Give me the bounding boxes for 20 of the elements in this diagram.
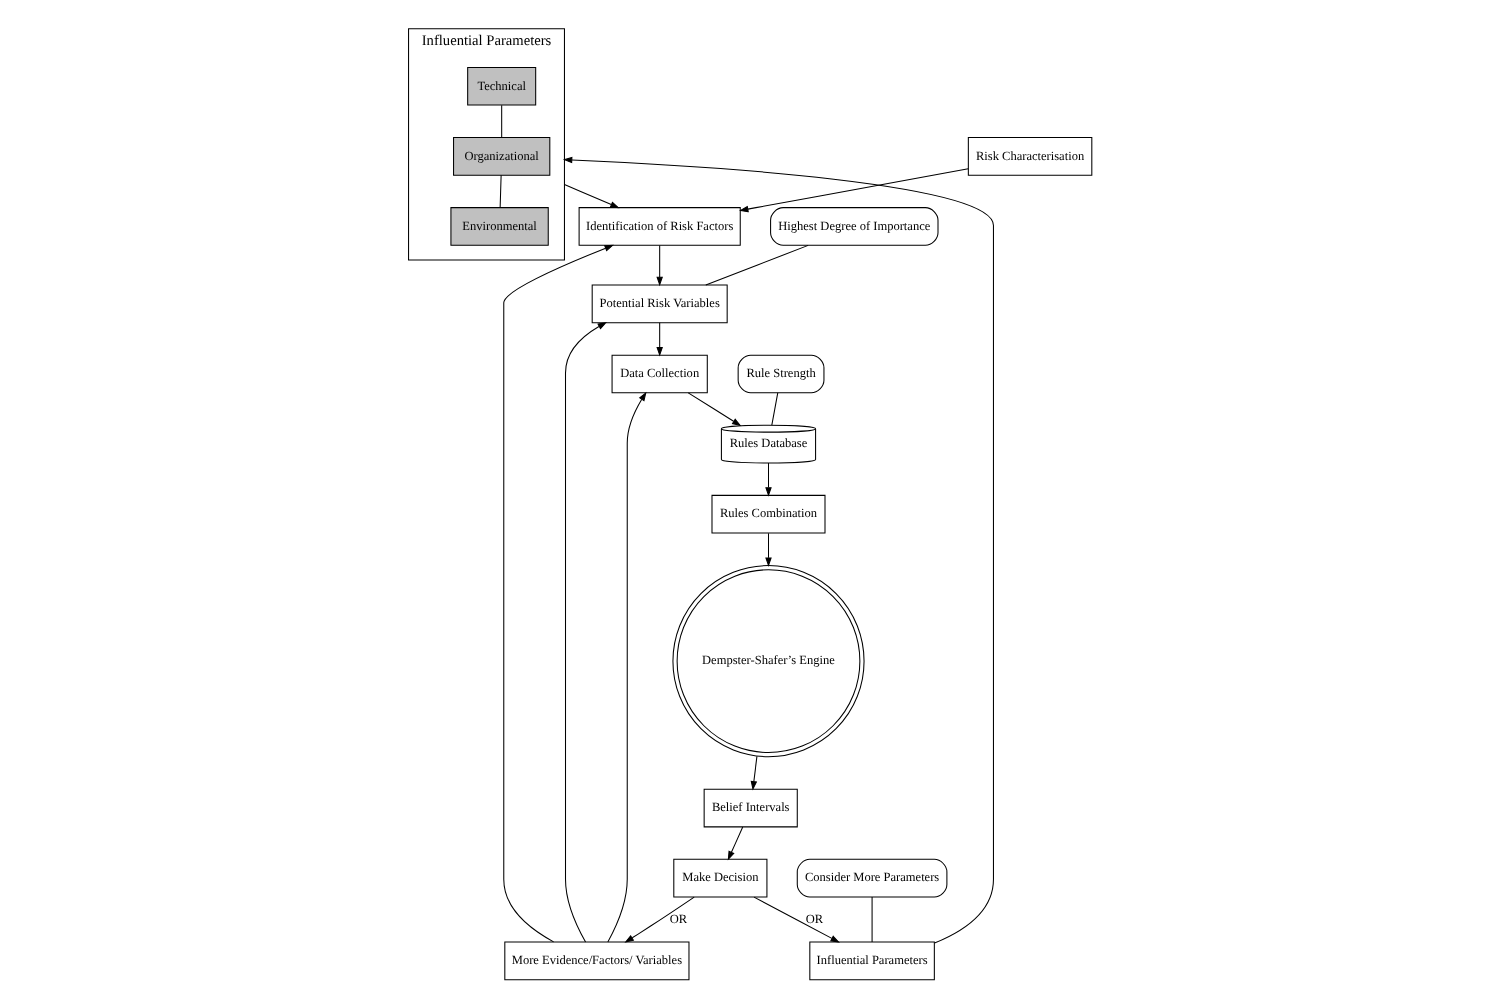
arrow xyxy=(765,532,772,567)
arrow xyxy=(656,322,663,357)
arrow xyxy=(739,168,969,213)
arrow xyxy=(753,896,840,943)
arrow xyxy=(607,391,647,943)
arrow xyxy=(565,322,608,943)
arrow xyxy=(750,755,758,791)
arrow xyxy=(562,156,994,944)
arrow xyxy=(765,462,772,497)
arrow xyxy=(503,244,614,943)
connector xyxy=(871,896,873,943)
connector xyxy=(771,392,779,426)
arrow xyxy=(687,392,742,427)
arrow xyxy=(563,183,620,209)
arrow xyxy=(624,896,695,943)
connector xyxy=(499,174,502,208)
arrow xyxy=(656,244,663,287)
connector xyxy=(501,104,503,138)
arrow xyxy=(727,826,744,861)
connector xyxy=(705,244,809,286)
